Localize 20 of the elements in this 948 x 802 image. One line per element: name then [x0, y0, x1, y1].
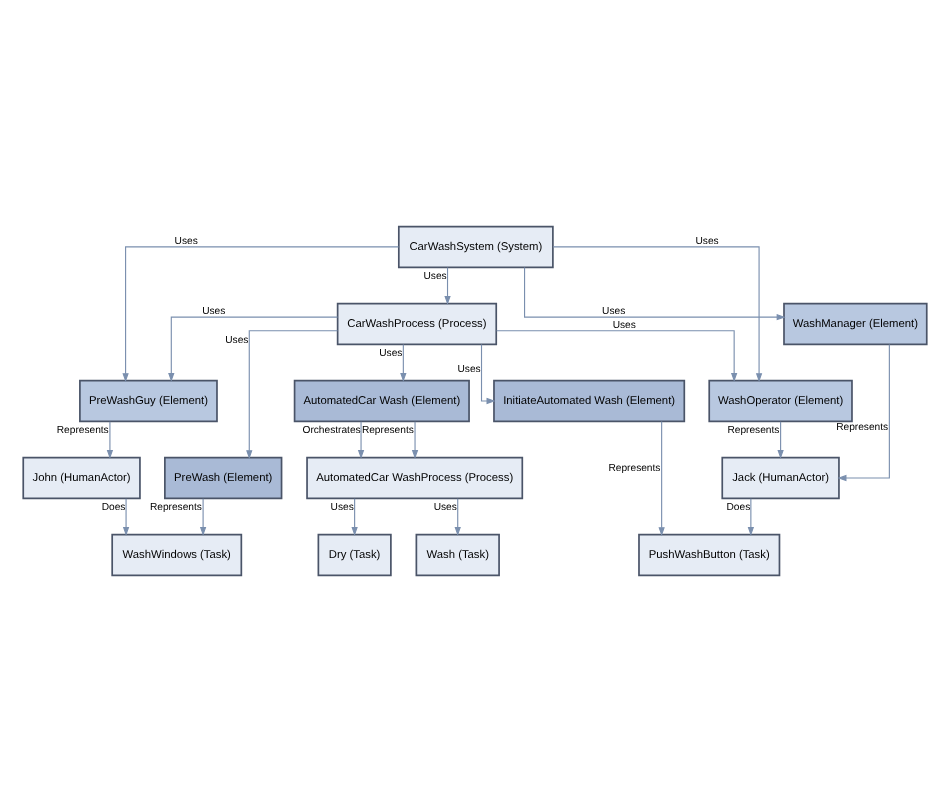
arrow [453, 498, 460, 537]
arrow [245, 330, 338, 460]
arrow [443, 267, 450, 305]
arrow [399, 344, 406, 382]
arrow [657, 420, 664, 537]
arrow [121, 498, 129, 537]
arrow [356, 421, 364, 460]
arrow [167, 316, 338, 382]
arrow [495, 330, 737, 382]
arrow [410, 421, 418, 460]
arrow [836, 343, 889, 482]
arrow [105, 421, 113, 460]
arrow [350, 498, 357, 537]
arrow [746, 498, 754, 537]
arrow [551, 246, 762, 383]
arrow [121, 246, 399, 383]
arrow [198, 498, 206, 537]
arrow [776, 421, 783, 460]
arrow [523, 267, 785, 321]
arrow [479, 344, 495, 405]
